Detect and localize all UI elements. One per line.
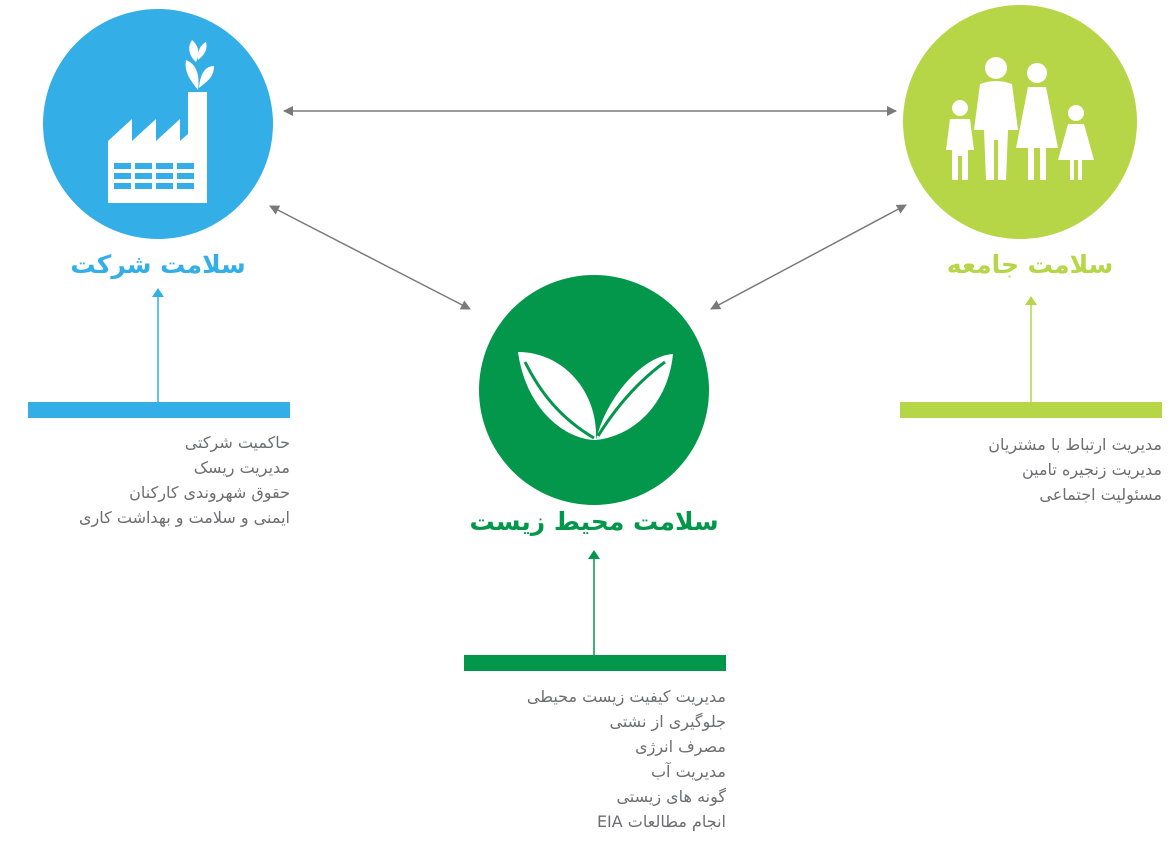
list-item: گونه های زیستی bbox=[616, 787, 726, 806]
list-item: حقوق شهروندی کارکنان bbox=[129, 483, 290, 502]
list-item: مدیریت زنجیره تامین bbox=[1021, 460, 1162, 479]
leaves-icon bbox=[518, 352, 673, 440]
list-item: مدیریت ارتباط با مشتریان bbox=[988, 435, 1162, 454]
family-icon bbox=[946, 57, 1094, 180]
list-item: مدیریت کیفیت زیست محیطی bbox=[526, 687, 726, 706]
company-circle bbox=[43, 9, 273, 239]
list-item: حاکمیت شرکتی bbox=[184, 433, 290, 452]
community-pointer-head bbox=[1025, 296, 1037, 305]
list-item: مسئولیت اجتماعی bbox=[1039, 485, 1162, 504]
environment-items: مدیریت کیفیت زیست محیطی جلوگیری از نشتی … bbox=[527, 684, 726, 834]
connector-community-environment bbox=[710, 204, 907, 310]
company-title: سلامت شرکت bbox=[70, 250, 246, 279]
company-pointer-head bbox=[152, 288, 164, 297]
environment-bar bbox=[464, 655, 726, 671]
community-items: مدیریت ارتباط با مشتریان مدیریت زنجیره ت… bbox=[988, 432, 1162, 507]
list-item: مدیریت ریسک bbox=[193, 458, 290, 477]
community-title: سلامت جامعه bbox=[946, 250, 1114, 279]
environment-pointer-head bbox=[588, 550, 600, 559]
connector-company-environment bbox=[269, 205, 471, 310]
company-bar bbox=[28, 402, 290, 418]
community-bar bbox=[900, 402, 1162, 418]
list-item: مدیریت آب bbox=[650, 762, 726, 781]
list-item: ایمنی و سلامت و بهداشت کاری bbox=[79, 508, 290, 527]
list-item: انجام مطالعات EIA bbox=[596, 812, 726, 831]
environment-circle bbox=[479, 275, 709, 505]
company-items: حاکمیت شرکتی مدیریت ریسک حقوق شهروندی کا… bbox=[79, 430, 290, 530]
community-circle bbox=[903, 5, 1137, 239]
list-item: مصرف انرژی bbox=[635, 737, 726, 756]
environment-title: سلامت محیط زیست bbox=[469, 507, 719, 536]
factory-icon bbox=[108, 40, 214, 203]
list-item: جلوگیری از نشتی bbox=[609, 712, 726, 731]
